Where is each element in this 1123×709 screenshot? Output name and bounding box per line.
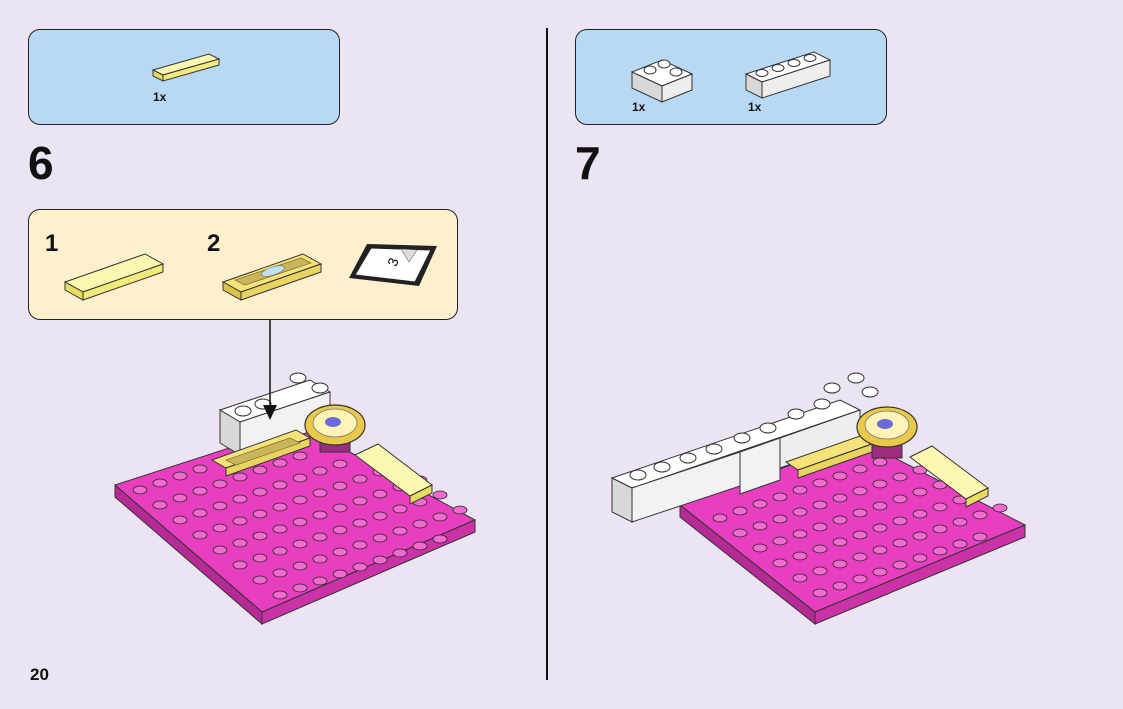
step7-model-illustration <box>560 0 1123 709</box>
column-divider <box>546 28 548 680</box>
page-number: 20 <box>30 665 49 685</box>
step6-model-illustration <box>0 0 560 709</box>
